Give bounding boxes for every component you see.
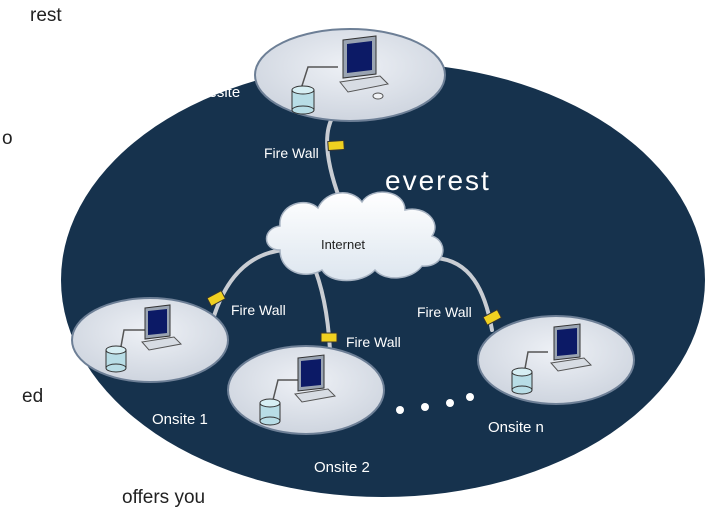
site-label-foresite: Foresite [186, 84, 240, 101]
firewall-label-foresite: Fire Wall [264, 145, 319, 161]
firewall-icon-onsite2 [320, 332, 338, 343]
firewall-label-onsite-n: Fire Wall [417, 304, 472, 320]
firewall-icon-onsite1 [206, 290, 227, 307]
computer-monitor-icon [141, 304, 183, 351]
computer-monitor-icon [339, 35, 390, 100]
cropped-text-fragment-3: ed [22, 386, 44, 407]
site-foresite: Foresite [186, 28, 446, 122]
firewall-icon-onsiten [482, 309, 503, 326]
site-onsite-1: Onsite 1 [71, 297, 229, 428]
diagram-title: everest [385, 165, 491, 196]
site-label-onsite-2: Onsite 2 [314, 459, 370, 476]
computer-monitor-icon [294, 354, 337, 403]
computer-monitor-icon [550, 323, 593, 372]
everest-network-ellipse [61, 63, 705, 497]
cropped-text-fragment-1: rest [30, 5, 62, 26]
database-cylinder-icon [511, 367, 533, 395]
database-cylinder-icon [105, 345, 127, 373]
database-cylinder-icon [291, 85, 315, 115]
database-cylinder-icon [259, 398, 281, 426]
firewall-icon-foresite [327, 139, 345, 152]
internet-cloud: Internet [265, 191, 444, 282]
ellipsis-dots [396, 393, 474, 414]
site-label-onsite-n: Onsite n [488, 419, 544, 436]
firewall-label-onsite-2: Fire Wall [346, 334, 401, 350]
site-label-onsite-1: Onsite 1 [152, 411, 208, 428]
cropped-text-fragment-4: offers you [122, 487, 206, 508]
internet-label: Internet [321, 237, 365, 252]
site-onsite-n: Onsite n [477, 315, 635, 436]
site-onsite-2: Onsite 2 [227, 345, 385, 476]
cropped-text-fragment-2: o [2, 128, 13, 149]
firewall-label-onsite-1: Fire Wall [231, 302, 286, 318]
firewalls [206, 139, 503, 343]
